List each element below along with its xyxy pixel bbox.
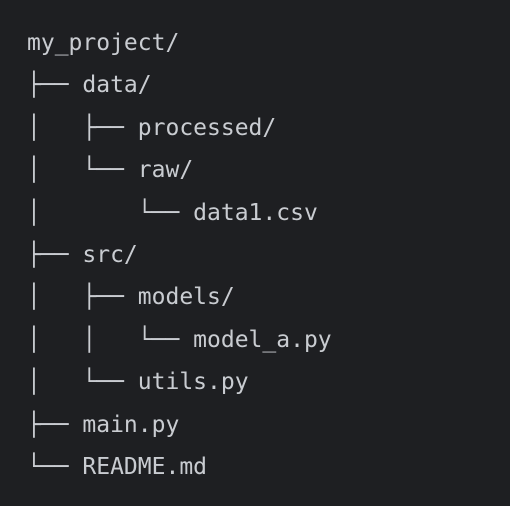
tree-file-model-a-py: │ │ └── model_a.py bbox=[27, 326, 332, 353]
tree-file-readme-md: └── README.md bbox=[27, 453, 208, 480]
tree-folder-src: ├── src/ bbox=[27, 241, 138, 268]
tree-root-folder: my_project/ bbox=[27, 30, 180, 56]
tree-file-main-py: ├── main.py bbox=[27, 411, 180, 438]
tree-folder-processed: │ ├── processed/ bbox=[27, 114, 277, 141]
tree-folder-data: ├── data/ bbox=[27, 72, 152, 99]
tree-file-data1-csv: │ └── data1.csv bbox=[27, 199, 318, 226]
tree-folder-raw: │ └── raw/ bbox=[27, 157, 194, 184]
tree-file-utils-py: │ └── utils.py bbox=[27, 369, 249, 396]
tree-folder-models: │ ├── models/ bbox=[27, 284, 235, 311]
